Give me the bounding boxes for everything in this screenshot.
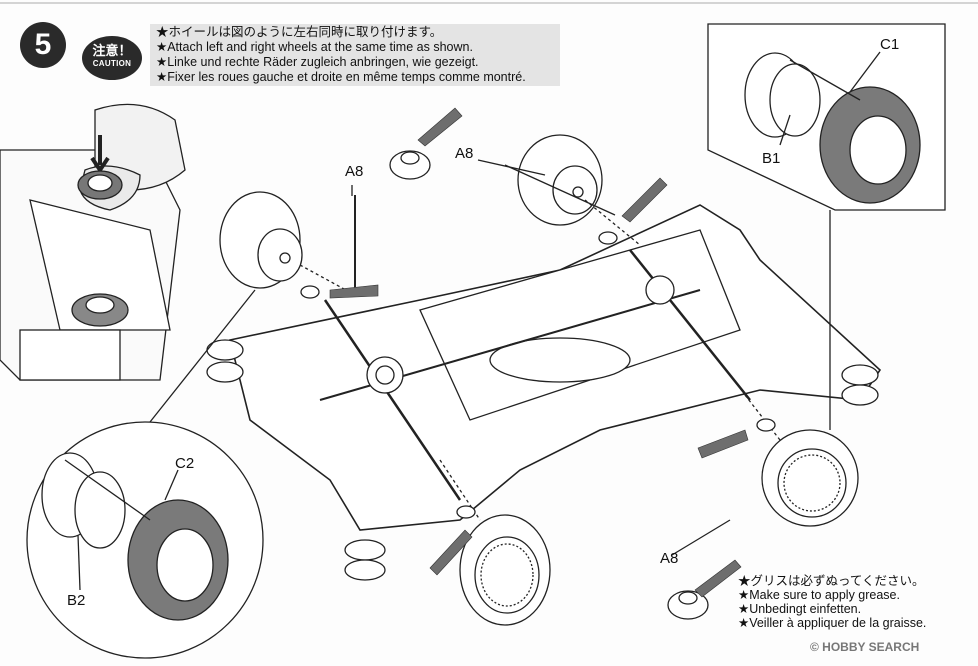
part-label-a8-top: A8 (455, 145, 474, 162)
step-number-badge: 5 (20, 22, 66, 68)
part-label-a8-bottom: A8 (660, 550, 679, 567)
instruction-en: ★Attach left and right wheels at the sam… (156, 40, 473, 54)
instruction-fr: ★Fixer les roues gauche et droite en mêm… (156, 70, 526, 84)
grease-applicators (329, 107, 749, 598)
caution-badge: 注意！ CAUTION (82, 36, 142, 80)
caution-label-jp: 注意！ (92, 43, 132, 58)
part-label-c1: C1 (880, 36, 900, 53)
instruction-de: ★Linke und rechte Räder zugleich anbring… (156, 55, 479, 69)
caution-badge-bg (82, 36, 142, 80)
part-label-b2: B2 (67, 592, 86, 609)
watermark: © HOBBY SEARCH (810, 640, 920, 654)
grease-note-jp: ★グリスは必ずぬってください。 (738, 574, 925, 588)
part-label-a8-left: A8 (345, 163, 364, 180)
grease-note-en: ★Make sure to apply grease. (738, 588, 900, 602)
part-label-b1: B1 (762, 150, 781, 167)
instruction-box (150, 24, 560, 86)
instruction-jp: ★ホイールは図のように左右同時に取り付けます。 (156, 25, 443, 39)
grease-note-fr: ★Veiller à appliquer de la graisse. (738, 616, 927, 630)
part-label-c2: C2 (175, 455, 195, 472)
grease-note-de: ★Unbedingt einfetten. (738, 602, 862, 616)
caution-label-en: CAUTION (92, 59, 132, 68)
